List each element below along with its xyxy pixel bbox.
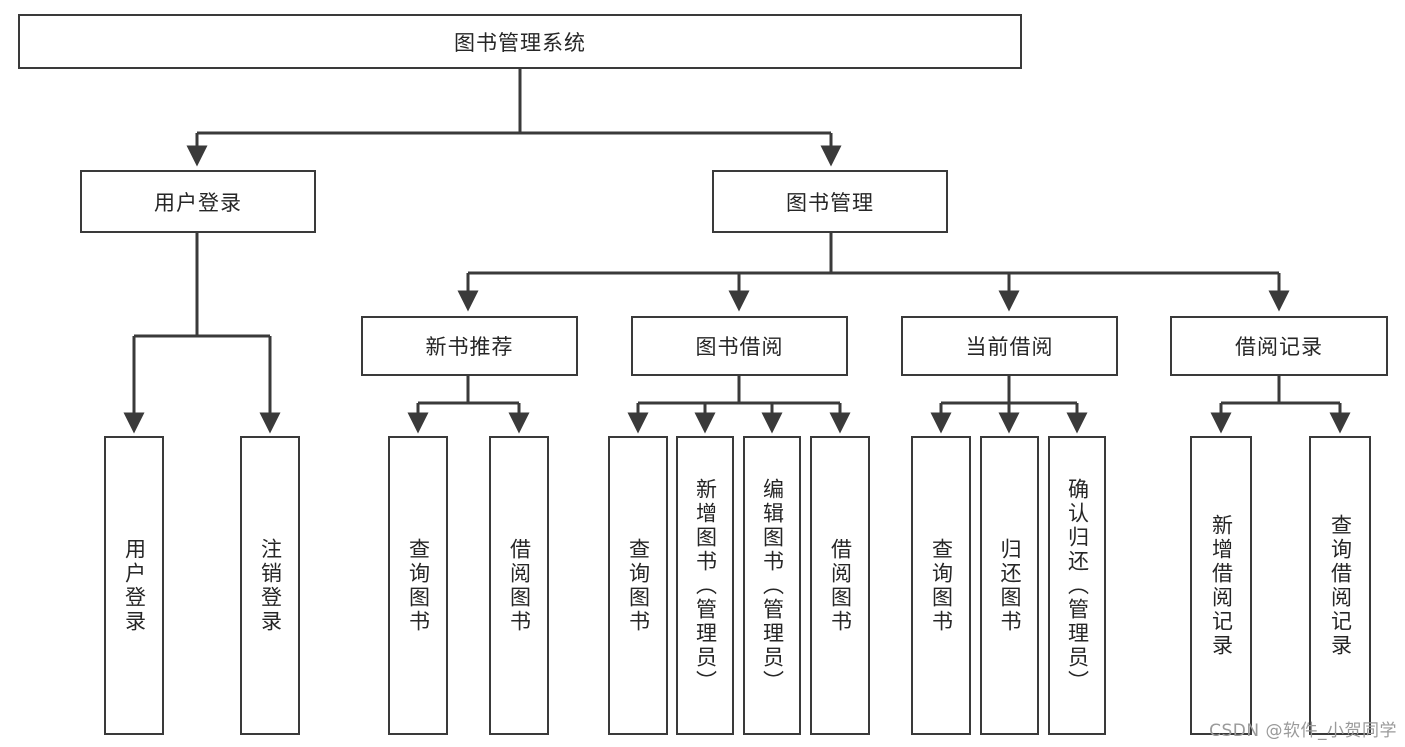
node-label: 借阅记录 [1235, 335, 1323, 359]
node-label: 图书借阅 [695, 335, 784, 359]
node-current-borrow[interactable]: 当前借阅 [901, 316, 1118, 376]
node-label: 编辑图书（管理员） [760, 477, 785, 694]
node-label: 借阅图书 [828, 537, 853, 634]
node-label: 注销登录 [258, 537, 283, 634]
csdn-watermark: CSDN @软件_小贺同学 [1209, 721, 1397, 741]
node-label: 图书管理 [786, 190, 874, 215]
leaf-new-book-borrow[interactable]: 借阅图书 [489, 436, 549, 735]
leaf-borrow-record-query[interactable]: 查询借阅记录 [1309, 436, 1371, 735]
leaf-user-login-logout[interactable]: 注销登录 [240, 436, 300, 735]
leaf-current-borrow-confirm[interactable]: 确认归还（管理员） [1048, 436, 1106, 735]
leaf-current-borrow-return[interactable]: 归还图书 [980, 436, 1039, 735]
node-borrow-record[interactable]: 借阅记录 [1170, 316, 1388, 376]
node-label: 用户登录 [154, 190, 242, 215]
leaf-book-borrow-lend[interactable]: 借阅图书 [810, 436, 870, 735]
node-label: 查询图书 [406, 537, 431, 634]
node-label: 归还图书 [998, 537, 1022, 634]
node-root-system[interactable]: 图书管理系统 [18, 14, 1022, 69]
node-book-management[interactable]: 图书管理 [712, 170, 948, 233]
leaf-borrow-record-add[interactable]: 新增借阅记录 [1190, 436, 1252, 735]
leaf-user-login-signin[interactable]: 用户登录 [104, 436, 164, 735]
node-label: 确认归还（管理员） [1065, 477, 1090, 694]
node-label: 当前借阅 [965, 335, 1054, 359]
leaf-book-borrow-edit[interactable]: 编辑图书（管理员） [743, 436, 801, 735]
leaf-book-borrow-add[interactable]: 新增图书（管理员） [676, 436, 734, 735]
node-label: 查询借阅记录 [1328, 513, 1353, 658]
node-label: 借阅图书 [507, 537, 532, 634]
node-new-book-recommend[interactable]: 新书推荐 [361, 316, 578, 376]
node-label: 新书推荐 [425, 335, 514, 359]
node-user-login[interactable]: 用户登录 [80, 170, 316, 233]
node-label: 新增图书（管理员） [693, 477, 718, 694]
leaf-current-borrow-query[interactable]: 查询图书 [911, 436, 971, 735]
leaf-book-borrow-query[interactable]: 查询图书 [608, 436, 668, 735]
node-label: 查询图书 [929, 537, 954, 634]
node-label: 图书管理系统 [454, 30, 586, 55]
node-book-borrow[interactable]: 图书借阅 [631, 316, 848, 376]
node-label: 新增借阅记录 [1209, 513, 1234, 658]
node-label: 查询图书 [626, 537, 651, 634]
node-label: 用户登录 [122, 537, 147, 634]
leaf-new-book-query[interactable]: 查询图书 [388, 436, 448, 735]
